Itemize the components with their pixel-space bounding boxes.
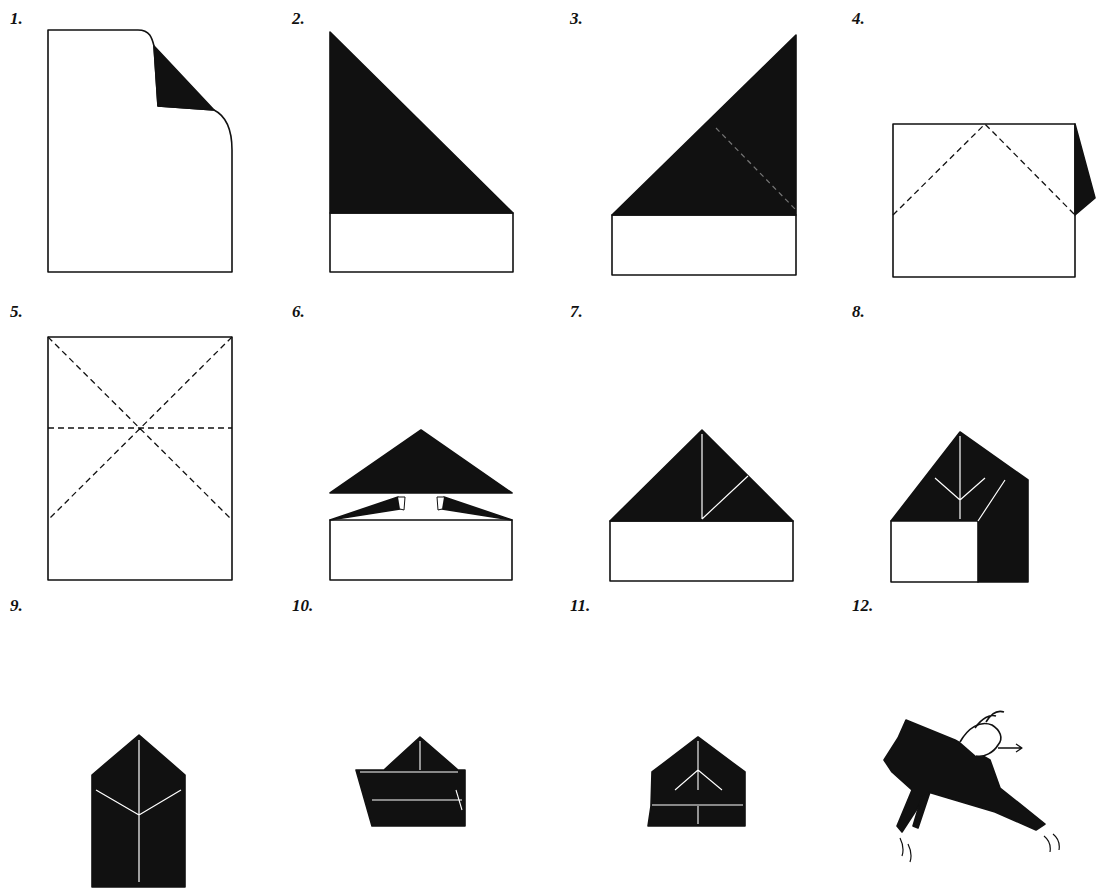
fold-step-6: [330, 430, 512, 580]
flying-model: [884, 711, 1059, 862]
fold-step-8: [891, 432, 1028, 582]
step-number: 4.: [852, 10, 865, 27]
step-number: 8.: [852, 303, 865, 320]
step-number: 6.: [292, 303, 305, 320]
fold-step-10: [356, 737, 465, 826]
fold-step-11: [648, 737, 745, 826]
fold-step-3: [612, 35, 796, 275]
step-number: 3.: [570, 10, 583, 27]
step-number: 7.: [570, 303, 583, 320]
step-number: 11.: [570, 597, 590, 614]
step-number: 1.: [10, 10, 23, 27]
fold-step-2: [330, 32, 513, 272]
sheet-curl: [48, 30, 232, 272]
step-number: 2.: [292, 10, 305, 27]
fold-step-9: [92, 735, 185, 887]
crease-pattern: [48, 337, 232, 580]
step-number: 12.: [852, 597, 873, 614]
fold-step-4: [893, 124, 1095, 277]
step-number: 10.: [292, 597, 313, 614]
fold-step-7: [610, 430, 793, 581]
step-number: 5.: [10, 303, 23, 320]
step-number: 9.: [10, 597, 23, 614]
